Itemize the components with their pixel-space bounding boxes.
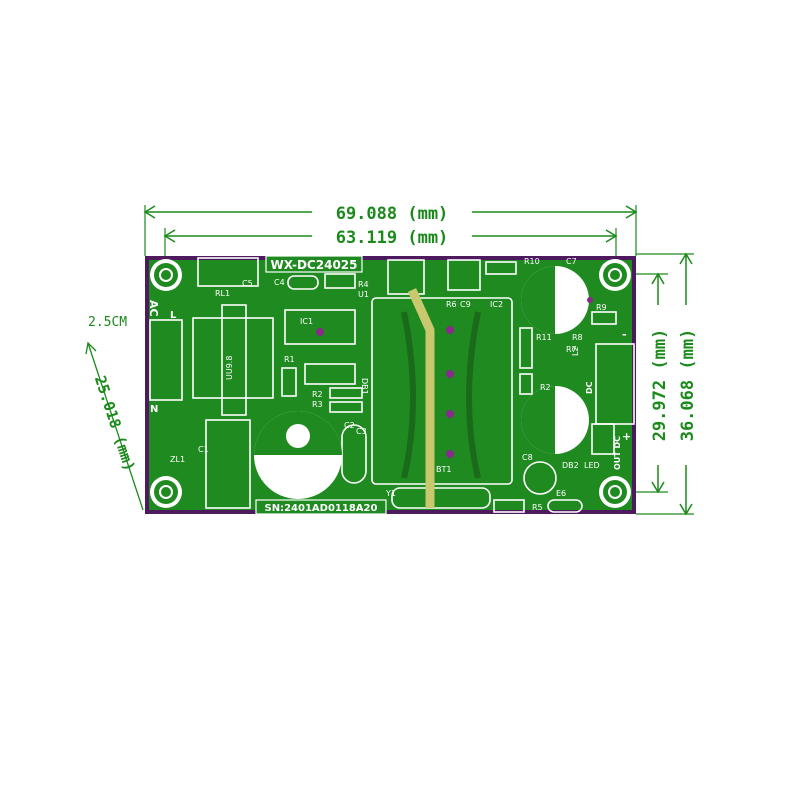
label-r11: R11: [536, 333, 552, 342]
label-r2: R2: [312, 390, 323, 399]
outer-width-label: 69.088 (mm): [336, 204, 449, 224]
dimension-outer-height: 36.068 (mm): [636, 252, 698, 516]
hole-size-label: 2.5CM: [88, 315, 127, 330]
label-r10: R10: [524, 257, 540, 266]
label-db1: DB1: [360, 378, 369, 395]
label-r8: R8: [572, 333, 583, 342]
mounting-holes: [150, 259, 631, 508]
inner-height-label: 29.972 (mm): [650, 329, 670, 442]
label-out-dc: OUT DC: [613, 436, 622, 470]
label-uu98: UU9.8: [225, 356, 234, 380]
label-minus: -: [622, 328, 627, 341]
label-db2: DB2: [562, 461, 579, 470]
label-e6: E6: [556, 489, 566, 498]
label-rl1: RL1: [215, 289, 230, 298]
label-u1: U1: [358, 290, 369, 299]
label-r1: R1: [284, 355, 295, 364]
label-c3: C3: [356, 427, 367, 436]
dimension-inner-height: 29.972 (mm): [620, 272, 670, 494]
label-c9: C9: [460, 300, 471, 309]
label-r-extra: R2: [540, 383, 551, 392]
label-r9: R9: [596, 303, 607, 312]
label-c8: C8: [522, 453, 533, 462]
dc-terminal: [595, 343, 635, 425]
outer-height-label: 36.068 (mm): [678, 329, 698, 442]
mount-hole-tr: [599, 259, 631, 291]
serial-badge: SN:2401AD0118A20: [255, 499, 387, 515]
model-text: WX-DC24025: [270, 258, 357, 272]
rl1-outline: [197, 257, 259, 287]
mount-hole-tl: [150, 259, 182, 291]
dimension-inner-width: 63.119 (mm): [163, 223, 618, 256]
label-led: LED: [584, 461, 600, 470]
label-plus: +: [622, 430, 631, 443]
silk-labels: RL1 C5 C4 R4 U1 IC1 R1 R2 R3 DB1 C2 C3 C…: [147, 257, 631, 512]
serial-text: SN:2401AD0118A20: [265, 503, 378, 514]
label-n: N: [150, 404, 158, 415]
u1-outline: [387, 259, 425, 295]
label-c4: C4: [274, 278, 285, 287]
pcb-board: [145, 256, 636, 514]
label-c2: C2: [344, 421, 355, 430]
hole-diag-label: 25.018 (mm): [91, 373, 139, 473]
component-outlines: [149, 257, 635, 513]
label-l: L: [170, 310, 177, 321]
main-transformer: [371, 297, 513, 485]
label-r5: R5: [532, 503, 543, 512]
label-c5: C5: [242, 279, 253, 288]
uu98-transformer: [192, 317, 274, 399]
label-l2: L2: [571, 346, 580, 356]
label-r7: R7: [566, 345, 577, 354]
label-c7: C7: [566, 257, 577, 266]
label-r6: R6: [446, 300, 457, 309]
label-r3: R3: [312, 400, 323, 409]
dimension-hole-diag: 25.018 (mm) 2.5CM: [85, 315, 144, 511]
label-zl1: ZL1: [170, 455, 185, 464]
label-ac: AC: [147, 300, 160, 317]
label-bt1: BT1: [436, 465, 451, 474]
mount-hole-bl: [150, 476, 182, 508]
label-c1: C1: [198, 445, 209, 454]
traces: [316, 288, 593, 508]
model-badge: WX-DC24025: [265, 255, 363, 273]
label-dc: DC: [585, 381, 594, 394]
dimension-outer-width: 69.088 (mm): [143, 198, 638, 256]
label-y1: Y1: [385, 489, 396, 498]
ac-terminal: [149, 319, 183, 401]
label-ic1: IC1: [300, 317, 313, 326]
label-r4: R4: [358, 280, 369, 289]
mount-hole-br: [599, 476, 631, 508]
label-ic2: IC2: [490, 300, 503, 309]
inner-width-label: 63.119 (mm): [336, 228, 449, 248]
